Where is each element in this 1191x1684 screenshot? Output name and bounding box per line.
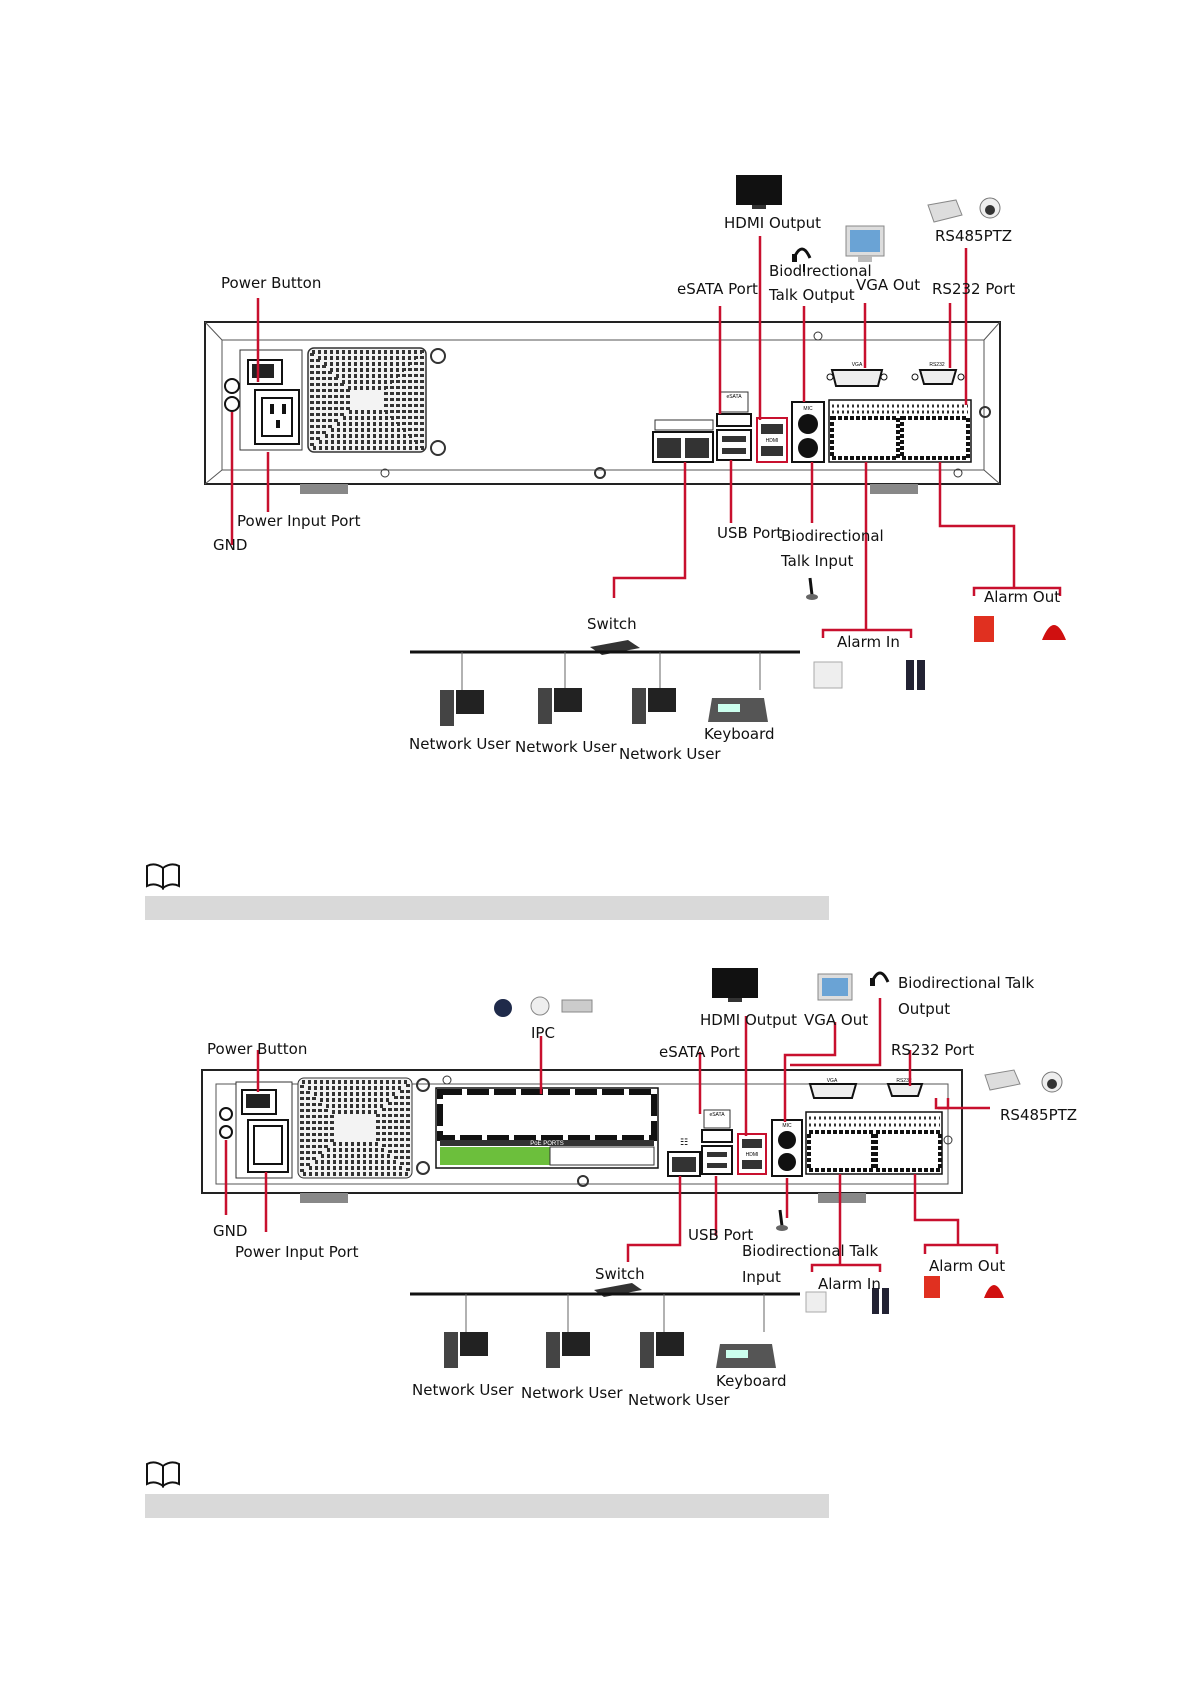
- esata-usb-1: eSATA: [716, 391, 752, 461]
- diagram-2: PoE PORTS ☷ eSATA HDMI MIC VGA RS232: [201, 968, 1077, 1409]
- keyboard-icon: [716, 1344, 776, 1368]
- network-drop-lines: [465, 1294, 765, 1332]
- label-rs232-port: RS232 Port: [932, 280, 1015, 298]
- label-esata-port: eSATA Port: [659, 1043, 740, 1061]
- label-power-input-port: Power Input Port: [237, 512, 361, 530]
- alarm-in-sensor-icons: [805, 1288, 889, 1314]
- svg-text:☷: ☷: [680, 1137, 688, 1147]
- vga-panel-mark: VGA: [827, 1078, 838, 1084]
- connector-lines-1: [230, 236, 1062, 638]
- label-rs485ptz: RS485PTZ: [935, 227, 1012, 245]
- network-drop-lines: [461, 652, 761, 690]
- pc-icons: [444, 1332, 684, 1368]
- vga-monitor-icon: [845, 225, 885, 262]
- vga-monitor-icon: [817, 973, 853, 1001]
- rs232-panel-mark: RS232: [929, 362, 945, 368]
- lan-ports-1: [652, 419, 714, 463]
- label-network-user: Network User: [628, 1391, 730, 1409]
- poe-ports-block: PoE PORTS: [435, 1087, 659, 1169]
- label-biodirectional-talk-in: Biodirectional Talk: [742, 1242, 879, 1260]
- note-bar: [145, 1494, 829, 1518]
- label-usb-port: USB Port: [717, 524, 782, 542]
- lan-port-2: ☷: [667, 1137, 701, 1177]
- label-keyboard: Keyboard: [716, 1372, 787, 1390]
- label-usb-port: USB Port: [688, 1226, 753, 1244]
- label-biodirectional: Biodirectional: [769, 262, 872, 280]
- label-alarm-out: Alarm Out: [984, 588, 1060, 606]
- label-gnd: GND: [213, 536, 247, 554]
- label-alarm-in: Alarm In: [818, 1275, 881, 1293]
- hdmi-panel-mark: HDMI: [766, 438, 779, 444]
- vga-panel-mark: VGA: [852, 362, 863, 368]
- label-vga-out: VGA Out: [804, 1011, 868, 1029]
- alarm-in-sensor-icons: [813, 660, 925, 690]
- alarm-terminal-1: [828, 399, 972, 463]
- label-esata-port: eSATA Port: [677, 280, 758, 298]
- label-talk-output: Talk Output: [768, 286, 855, 304]
- label-network-user: Network User: [409, 735, 511, 753]
- mic-panel-mark: MIC: [782, 1123, 792, 1129]
- label-gnd: GND: [213, 1222, 247, 1240]
- fan-grill-1: [307, 347, 427, 453]
- label-talk-input: Talk Input: [780, 552, 853, 570]
- label-power-input-port: Power Input Port: [235, 1243, 359, 1261]
- headset-icon: [870, 971, 890, 986]
- label-vga-out: VGA Out: [856, 276, 920, 294]
- label-biodirectional-talk: Biodirectional Talk: [898, 974, 1035, 992]
- note-bar: [145, 896, 829, 920]
- keyboard-icon: [708, 698, 768, 722]
- label-rs485ptz: RS485PTZ: [1000, 1106, 1077, 1124]
- hdmi-panel-mark: HDMI: [746, 1152, 759, 1158]
- label-network-user: Network User: [521, 1384, 623, 1402]
- ptz-camera-icons: [984, 1069, 1063, 1093]
- label-biodirectional-talk-in: Biodirectional: [781, 527, 884, 545]
- label-power-button: Power Button: [221, 274, 321, 292]
- label-network-user: Network User: [515, 738, 617, 756]
- label-input: Input: [742, 1268, 781, 1286]
- ptz-camera-icons: [927, 197, 1001, 223]
- rs232-panel-mark: RS232: [896, 1078, 912, 1084]
- alarm-out-siren-icons: [974, 616, 1066, 642]
- diagram-1: eSATA HDMI MIC VGA RS232: [204, 175, 1066, 763]
- tv-monitor-icon: [712, 968, 758, 1002]
- ipc-camera-icons: [494, 996, 593, 1017]
- label-hdmi-output: HDMI Output: [700, 1011, 797, 1029]
- hdmi-ports-2: HDMI: [737, 1133, 767, 1175]
- audio-ports-1: MIC: [791, 401, 825, 463]
- note-book-icon: [146, 1461, 180, 1488]
- fan-grill-2: [297, 1077, 413, 1179]
- label-power-button: Power Button: [207, 1040, 307, 1058]
- pc-icons: [440, 688, 676, 726]
- label-output: Output: [898, 1000, 950, 1018]
- mic-panel-mark: MIC: [803, 406, 813, 412]
- label-switch: Switch: [595, 1265, 645, 1283]
- vga-rs232-2: VGA RS232: [808, 1078, 924, 1099]
- alarm-terminal-2: [805, 1111, 943, 1175]
- hdmi-ports-1: HDMI: [756, 417, 788, 463]
- label-rs232-port: RS232 Port: [891, 1041, 974, 1059]
- label-alarm-out: Alarm Out: [929, 1257, 1005, 1275]
- audio-ports-2: MIC: [771, 1119, 803, 1177]
- headset-icon: [792, 247, 812, 272]
- poe-ports-panel-mark: PoE PORTS: [530, 1141, 564, 1147]
- microphone-icon: [806, 577, 818, 600]
- label-keyboard: Keyboard: [704, 725, 775, 743]
- note-book-icon: [146, 863, 180, 890]
- esata-panel-mark: eSATA: [726, 394, 742, 400]
- label-alarm-in: Alarm In: [837, 633, 900, 651]
- label-network-user: Network User: [619, 745, 721, 763]
- tv-monitor-icon: [736, 175, 782, 209]
- label-ipc: IPC: [531, 1024, 555, 1042]
- vga-rs232-1: VGA RS232: [826, 362, 965, 387]
- label-switch: Switch: [587, 615, 637, 633]
- microphone-icon: [776, 1209, 788, 1231]
- esata-usb-2: eSATA: [701, 1109, 733, 1175]
- label-network-user: Network User: [412, 1381, 514, 1399]
- label-hdmi-output: HDMI Output: [724, 214, 821, 232]
- esata-panel-mark: eSATA: [709, 1112, 725, 1118]
- power-module-2: [219, 1081, 293, 1179]
- connector-lines-2: [224, 998, 999, 1272]
- alarm-out-siren-icons: [924, 1276, 1004, 1298]
